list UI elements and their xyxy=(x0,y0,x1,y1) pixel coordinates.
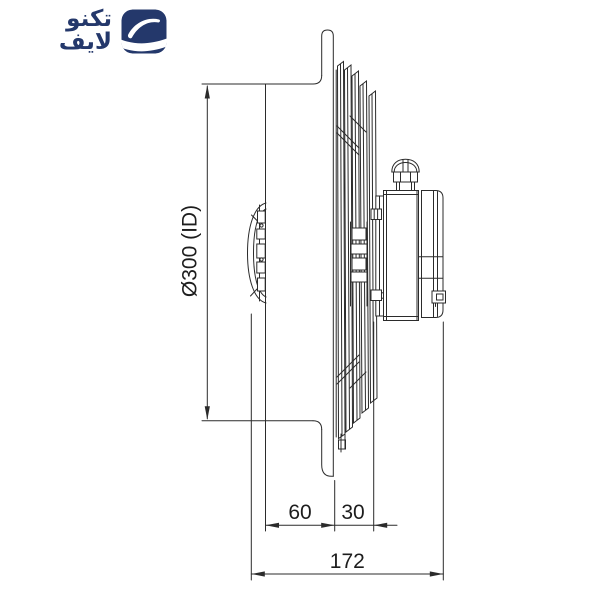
motor-stud-lower xyxy=(370,289,382,301)
mounting-plate xyxy=(312,29,334,477)
dim-label-60: 60 xyxy=(288,501,311,524)
dimension-inner-diameter: Ø300 (ID) xyxy=(179,83,314,422)
impeller-blades xyxy=(335,60,378,453)
cable-gland xyxy=(391,158,420,191)
dim-label-30: 30 xyxy=(341,501,364,524)
dim-label-id300: Ø300 (ID) xyxy=(179,205,202,297)
motor-clip xyxy=(431,290,446,307)
impeller-hub-cap xyxy=(246,202,267,304)
motor-body xyxy=(383,190,419,321)
brand-name-line2: لايف xyxy=(58,29,112,55)
brand-name-line1: تكنو xyxy=(66,6,112,32)
motor-stud-upper xyxy=(370,208,382,220)
swoosh-mark-icon xyxy=(121,9,167,53)
dimension-total-depth: 172 xyxy=(250,313,444,581)
brand-name: تكنو لايف xyxy=(40,8,112,54)
dimension-depths: 60 30 xyxy=(265,321,398,532)
brand-logo: تكنو لايف xyxy=(40,8,167,54)
motor xyxy=(370,158,446,321)
dim-label-172: 172 xyxy=(330,550,365,573)
